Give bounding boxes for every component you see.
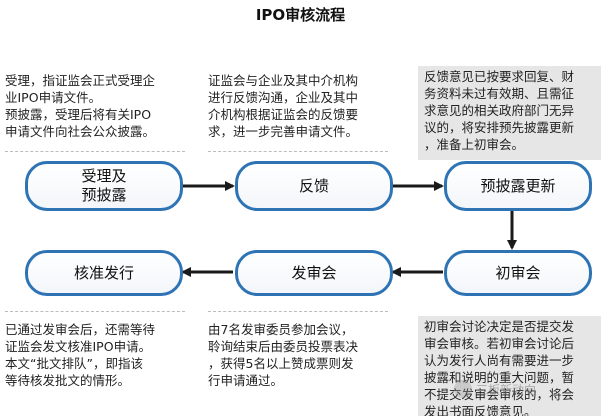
wechat-icon	[454, 380, 472, 398]
node-initial: 初审会	[444, 250, 592, 296]
separator-line	[5, 151, 185, 152]
desc-accept: 受理，指证监会正式受理企 业IPO申请文件。 预披露，受理后将有关IPO 申请文…	[5, 73, 156, 139]
desc-update: 反馈意见已按要求回复、财 务资料未过有效期、且需征 求意见的相关政府部门无异 议…	[418, 66, 601, 160]
desc-initial: 初审会讨论决定是否提交发 审会审核。若初审会讨论后 认为发行人尚有需要进一步 披…	[418, 316, 601, 416]
node-meeting: 发审会	[235, 250, 393, 296]
node-approve: 核准发行	[25, 250, 183, 296]
desc-feedback: 证监会与企业及其中介机构 进行反馈沟通，企业及其中 介机构根据证监会的反馈要 求…	[208, 73, 359, 139]
separator-line	[208, 151, 388, 152]
separator-line	[208, 311, 388, 312]
node-update: 预披露更新	[444, 161, 592, 211]
watermark-text: 三板新动向	[476, 382, 537, 397]
desc-approve: 已通过发审会后，还需等待 证监会发文核准IPO申请。 本文“批文排队”，即指该 …	[5, 322, 156, 388]
node-accept: 受理及 预披露	[25, 161, 183, 211]
diagram-title: IPO审核流程	[255, 6, 346, 24]
separator-line	[5, 311, 185, 312]
desc-meeting: 由7名发审委员参加会议， 聆询结束后由委员投票表决 ，获得5名以上赞成票则发 行…	[208, 322, 359, 388]
watermark: 三板新动向	[454, 374, 594, 404]
node-feedback: 反馈	[235, 161, 393, 211]
